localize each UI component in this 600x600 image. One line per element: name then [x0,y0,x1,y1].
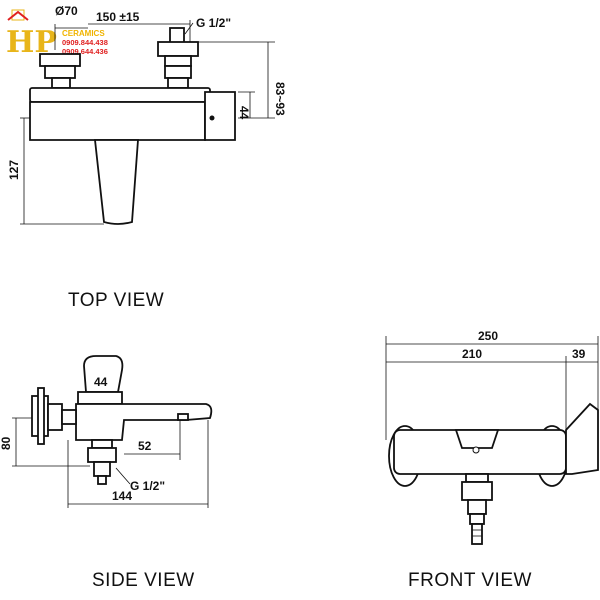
logo-phone-1: 0909.844.438 [62,38,108,47]
top-view-title: TOP VIEW [68,290,165,311]
dim-depth: 44 [237,106,251,120]
logo-brand: CERAMICS [62,29,105,38]
dim-thread-top: G 1/2" [196,16,231,30]
top-view-drawing: Ø70 150 ±15 G 1/2" 83~93 44 127 [7,4,287,225]
front-view-title: FRONT VIEW [408,570,532,591]
dim-body: 210 [462,347,482,361]
dim-range: 83~93 [273,82,287,116]
dim-thread-side: G 1/2" [130,479,165,493]
side-view-title: SIDE VIEW [92,570,195,591]
dim-diameter: Ø70 [55,4,78,18]
dim-height: 80 [0,436,13,450]
dim-total: 127 [7,160,21,180]
dim-handle: 44 [94,375,108,389]
dim-overall: 250 [478,329,498,343]
logo-phone-2: 0909.644.436 [62,47,108,56]
dim-handle-width: 39 [572,347,586,361]
dim-spout: 52 [138,439,152,453]
dim-length: 144 [112,489,132,503]
side-view-drawing: 44 52 80 G 1/2" 144 [0,355,213,508]
front-view-drawing: 250 210 39 [385,329,599,545]
dim-spacing: 150 ±15 [96,10,140,24]
